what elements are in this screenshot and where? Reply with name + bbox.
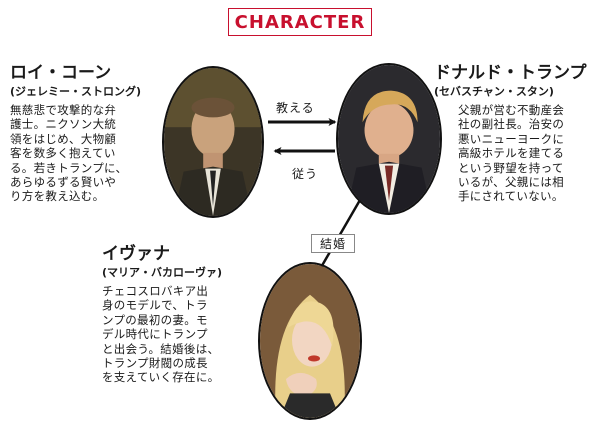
actor-name: (ジェレミー・ストロング) [10, 85, 142, 98]
portrait-ivana [258, 262, 362, 420]
page-title: CHARACTER [234, 11, 366, 33]
character-roy: ロイ・コーン (ジェレミー・ストロング) 無慈悲で攻撃的な弁 護士。ニクソン大統… [10, 63, 172, 204]
character-name: イヴァナ [102, 244, 170, 264]
portrait-trump [336, 63, 442, 215]
portrait-roy [162, 66, 264, 218]
character-name: ドナルド・トランプ [434, 63, 587, 83]
actor-name: (セバスチャン・スタン) [434, 85, 554, 98]
obey-label: 従う [292, 165, 319, 182]
title-box: CHARACTER [228, 8, 372, 36]
character-bio: チェコスロバキア出 身のモデルで、トラ ンプの最初の妻。モ デル時代にトランプ … [102, 284, 220, 385]
teach-label: 教える [276, 99, 315, 116]
character-name: ロイ・コーン [10, 63, 112, 83]
character-bio: 無慈悲で攻撃的な弁 護士。ニクソン大統 領をはじめ、大物顧 客を数多く抱えてい … [10, 103, 128, 204]
character-trump: ドナルド・トランプ (セバスチャン・スタン) 父親が営む不動産会 社の副社長。治… [434, 63, 594, 204]
marriage-label: 結婚 [311, 234, 356, 253]
character-ivana: イヴァナ (マリア・バカローヴァ) チェコスロバキア出 身のモデルで、トラ ンプ… [102, 244, 266, 385]
character-bio: 父親が営む不動産会 社の副社長。治安の 悪いニューヨークに 高級ホテルを建てる … [458, 103, 565, 204]
actor-name: (マリア・バカローヴァ) [102, 266, 223, 279]
